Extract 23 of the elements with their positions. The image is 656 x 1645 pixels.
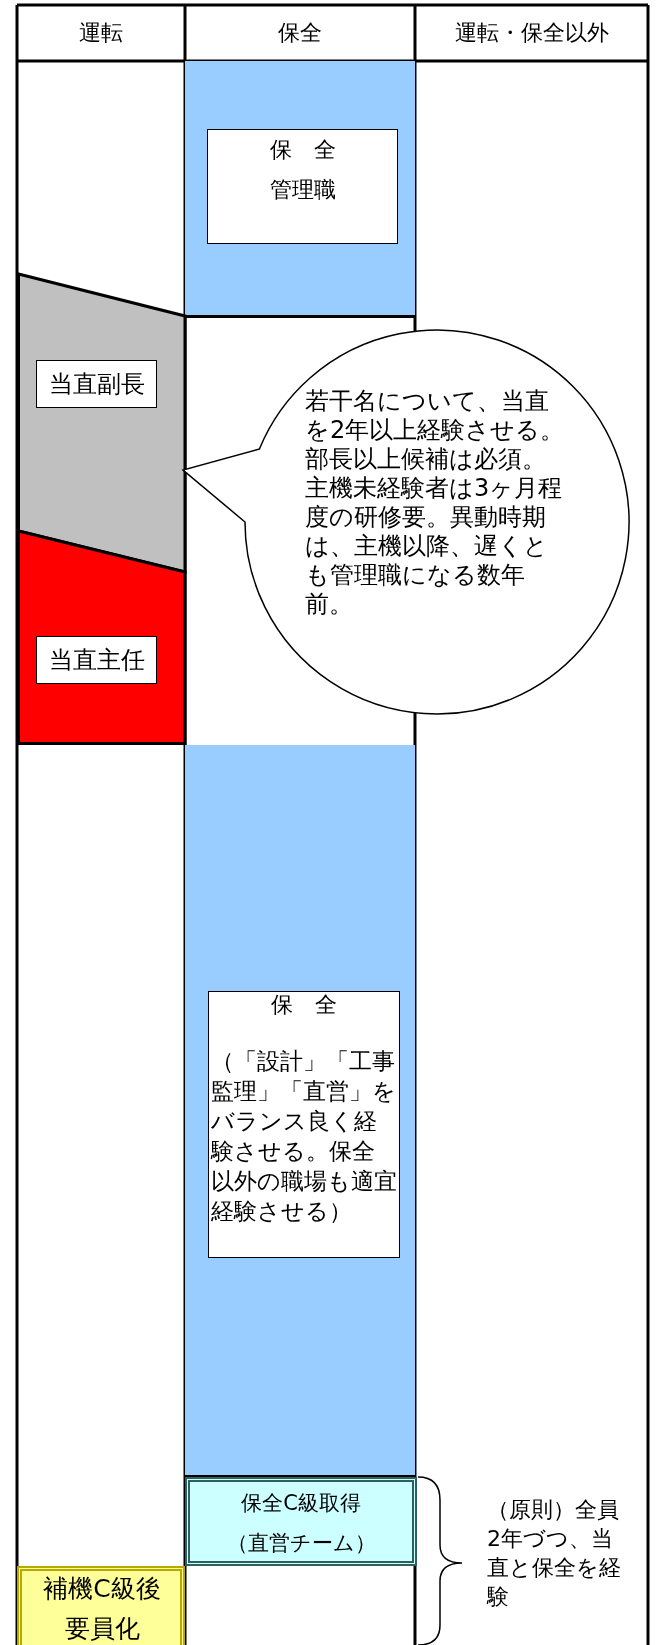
speech-bubble xyxy=(183,329,630,715)
position-box xyxy=(17,1566,185,1645)
box-text: 保全C級取得 xyxy=(241,1490,361,1516)
position-box: 当直主任 xyxy=(36,636,157,684)
box-text: 補機C級後要員化 xyxy=(42,1573,162,1645)
column-header: 運転 xyxy=(17,5,185,61)
column-header: 保全 xyxy=(185,5,415,61)
box-text: 管理職 xyxy=(269,177,336,203)
career-band xyxy=(17,274,185,572)
position-box xyxy=(208,991,400,1258)
career-band xyxy=(185,745,415,1478)
note-text: （原則）全員2年づつ、当直と保全を経験 xyxy=(487,1496,622,1611)
box-heading: 保 全 xyxy=(271,992,337,1018)
box-text: 保 全 xyxy=(269,137,336,163)
box-text: （「設計」「工事監理」「直営」をバランス良く経験させる。保全以外の職場も適宜経験させる） xyxy=(211,1047,397,1226)
position-box xyxy=(207,129,398,244)
box-text: （直営チーム） xyxy=(226,1530,376,1556)
career-band xyxy=(185,61,415,318)
career-band xyxy=(17,531,185,745)
position-box xyxy=(185,1477,417,1566)
bubble-text: 若干名について、当直を2年以上経験させる。部長以上候補は必須。主機未経験者は3ヶ月程度の研修要。異動時期は、主機以降、遅くとも管理職になる数年前。 xyxy=(305,387,566,619)
column-header: 運転・保全以外 xyxy=(415,5,648,61)
position-box: 当直副長 xyxy=(36,360,157,408)
